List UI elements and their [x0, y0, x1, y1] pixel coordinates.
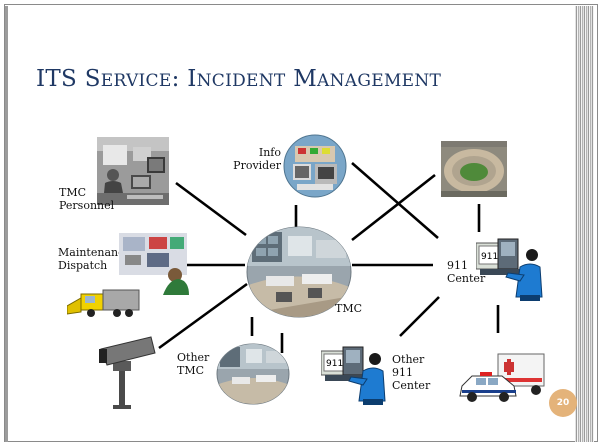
label-line: Info — [258, 146, 281, 159]
cctv-camera-icon — [99, 336, 156, 409]
operator-console-photo-icon — [97, 137, 169, 205]
connector-personnel-tmc — [175, 181, 247, 237]
right-striped-margin — [575, 6, 594, 442]
label-tmc: TMC — [335, 302, 363, 315]
label-line: Other — [392, 353, 425, 366]
label-line: Maintenance — [58, 246, 131, 259]
label-maintenance-dispatch: Maintenance Dispatch — [58, 246, 131, 272]
label-line: 911 — [447, 259, 468, 272]
title-part: ITS S — [36, 66, 101, 92]
label-line: Dispatch — [58, 259, 108, 272]
connector-camera-tmc — [158, 282, 248, 350]
connector-info-911 — [351, 162, 439, 239]
slide-border — [4, 4, 598, 442]
snowplow-truck-icon — [67, 289, 140, 317]
label-line: TMC — [177, 364, 205, 377]
label-line: TMC — [59, 186, 87, 199]
tmc-control-room-icon — [246, 226, 352, 318]
other-tmc-room-icon — [216, 343, 290, 405]
stadium-photo-icon — [441, 141, 507, 197]
title-part: : I — [171, 66, 197, 92]
monitor-911-label: 911 — [481, 252, 498, 262]
page-number-badge: 20 — [549, 389, 577, 417]
other-911-dispatcher-icon: 911 — [321, 346, 386, 405]
label-other-911-center: Other 911 Center — [392, 353, 430, 392]
label-line: 911 — [392, 366, 413, 379]
left-accent-bar — [5, 6, 8, 442]
ambulance-police-icon — [459, 353, 545, 402]
monitor-911-label: 911 — [326, 359, 343, 369]
label-911-center: 911 Center — [447, 259, 485, 285]
connector-911-other911 — [399, 296, 440, 337]
title-part-small: ERVICE — [100, 71, 172, 91]
label-line: Center — [447, 272, 486, 285]
label-info-provider: Info Provider — [233, 146, 281, 172]
label-other-tmc: Other TMC — [177, 351, 209, 377]
label-line: Personnel — [59, 199, 115, 212]
label-line: Other — [177, 351, 210, 364]
911-dispatcher-icon: 911 — [476, 238, 543, 301]
label-line: Center — [392, 379, 431, 392]
connector-stadium-tmc — [351, 173, 436, 242]
maintenance-dispatcher-icon — [119, 233, 189, 295]
title-part: M — [285, 66, 318, 92]
label-tmc-personnel: TMC Personnel — [59, 186, 114, 212]
label-line: Provider — [233, 159, 281, 172]
slide-title: ITS SERVICE: INCIDENT MANAGEMENT — [36, 66, 441, 92]
title-part-small: ANAGEMENT — [317, 71, 442, 91]
info-provider-globe-icon — [283, 134, 347, 198]
title-part-small: NCIDENT — [196, 71, 286, 91]
